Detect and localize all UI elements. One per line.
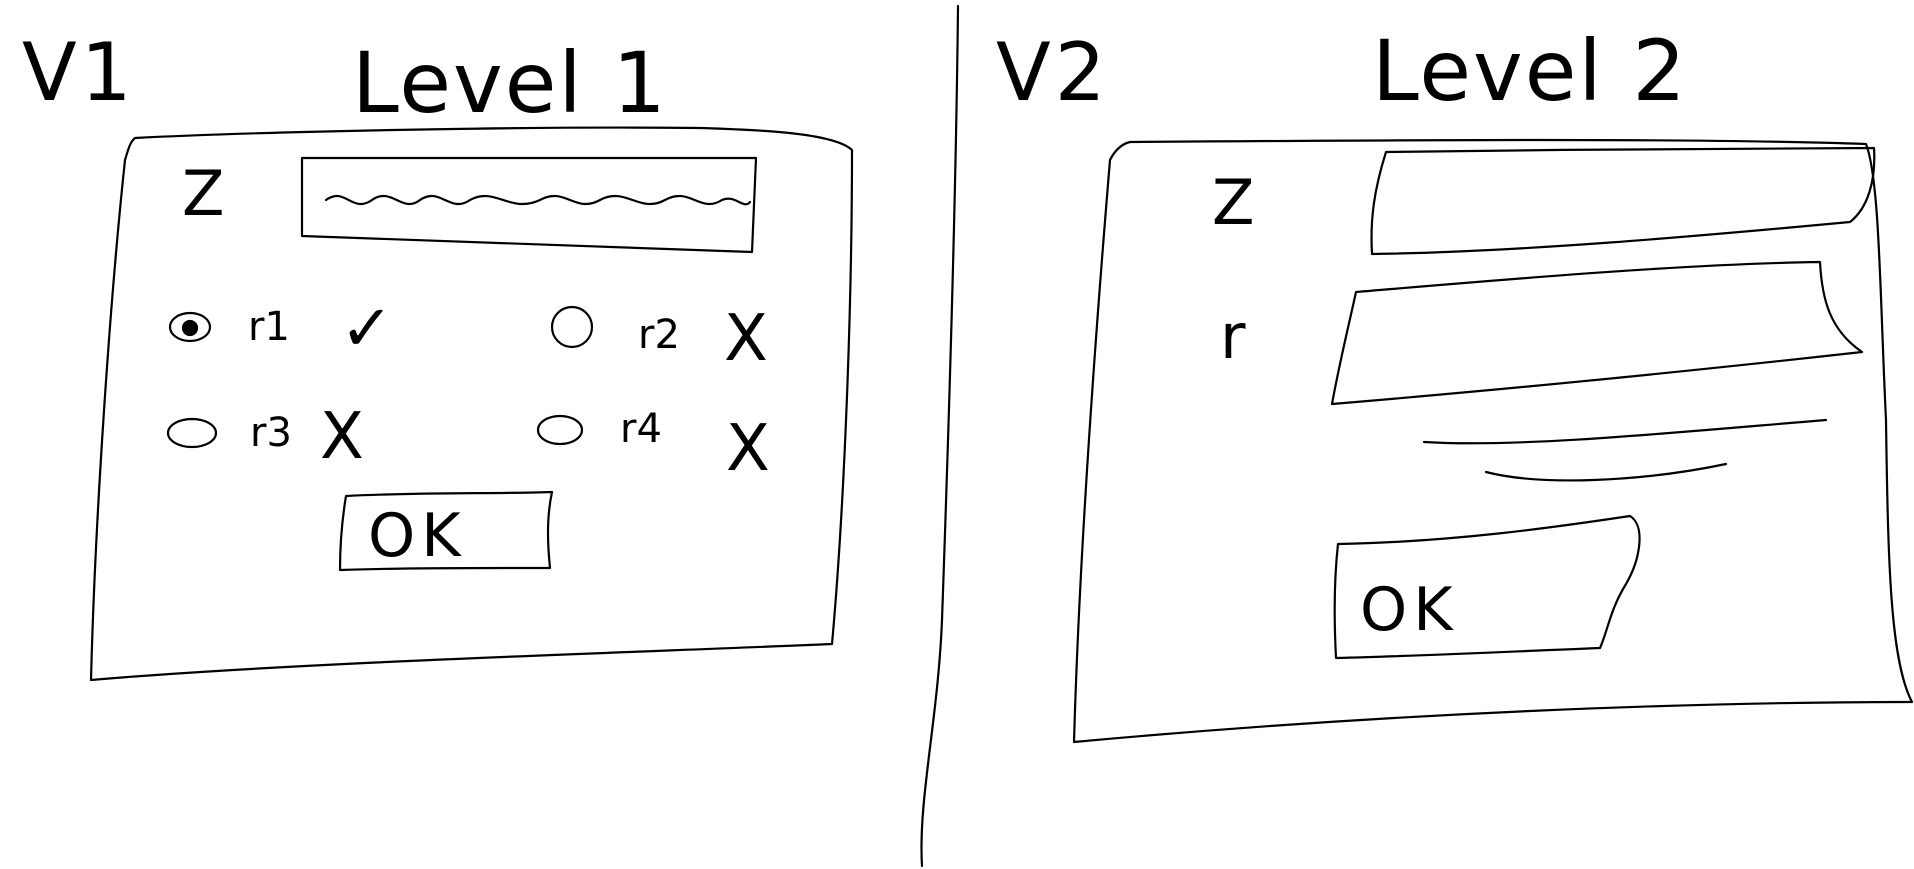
view-2-ok-button-frame xyxy=(1333,514,1641,660)
view-2-input-z[interactable] xyxy=(1370,146,1876,256)
radio-r2-label: r2 xyxy=(638,312,680,358)
view-1-ok-button-frame xyxy=(338,490,554,572)
view-2-input-z-frame xyxy=(1370,146,1876,256)
view-1-dialog-frame xyxy=(89,126,854,682)
view-1-ok-button[interactable]: OK xyxy=(338,490,554,572)
view-1: V1 Level 1 Z r1 ✓ r2 X r3 X xyxy=(22,26,854,682)
radio-r4[interactable]: r4 X xyxy=(536,406,770,486)
view-2-dialog-frame xyxy=(1072,138,1914,744)
radio-r3-label: r3 xyxy=(250,410,292,456)
view-2-input-r[interactable] xyxy=(1330,260,1864,406)
view-1-label: V1 xyxy=(22,26,136,119)
radio-r4-label: r4 xyxy=(620,406,662,452)
radio-r4-circle xyxy=(536,414,584,446)
view-2-field-r-label: r xyxy=(1220,300,1246,373)
radio-r1-dot xyxy=(181,319,199,337)
radio-r2-circle xyxy=(550,305,594,349)
view-2-hint-line-2 xyxy=(1484,462,1728,482)
radio-r1[interactable]: r1 ✓ xyxy=(168,292,394,366)
view-2-hint-line-1 xyxy=(1422,418,1828,445)
radio-r2-x-icon: X xyxy=(724,302,768,376)
view-2-field-z-label: Z xyxy=(1212,166,1254,239)
view-1-text-input[interactable] xyxy=(300,156,758,254)
views-divider xyxy=(920,4,960,868)
view-2-level-title: Level 2 xyxy=(1372,22,1688,120)
radio-r3-circle xyxy=(166,417,218,449)
view-1-field-label: Z xyxy=(182,157,224,230)
radio-r1-circle xyxy=(168,311,212,343)
view-1-input-scribble xyxy=(324,194,752,206)
view-2: V2 Level 2 Z r OK xyxy=(996,22,1914,744)
radio-r3-x-icon: X xyxy=(320,400,364,474)
view-1-ok-label: OK xyxy=(368,501,467,571)
radio-r1-label: r1 xyxy=(248,304,290,350)
view-2-ok-label: OK xyxy=(1360,575,1459,645)
view-2-ok-button[interactable]: OK xyxy=(1333,514,1641,660)
radio-r4-x-icon: X xyxy=(726,412,770,486)
radio-r2[interactable]: r2 X xyxy=(550,302,768,376)
radio-r1-check-icon: ✓ xyxy=(340,292,394,366)
view-2-input-r-frame xyxy=(1330,260,1864,406)
view-1-level-title: Level 1 xyxy=(352,34,668,132)
view-2-label: V2 xyxy=(996,26,1110,119)
radio-r3[interactable]: r3 X xyxy=(166,400,364,474)
